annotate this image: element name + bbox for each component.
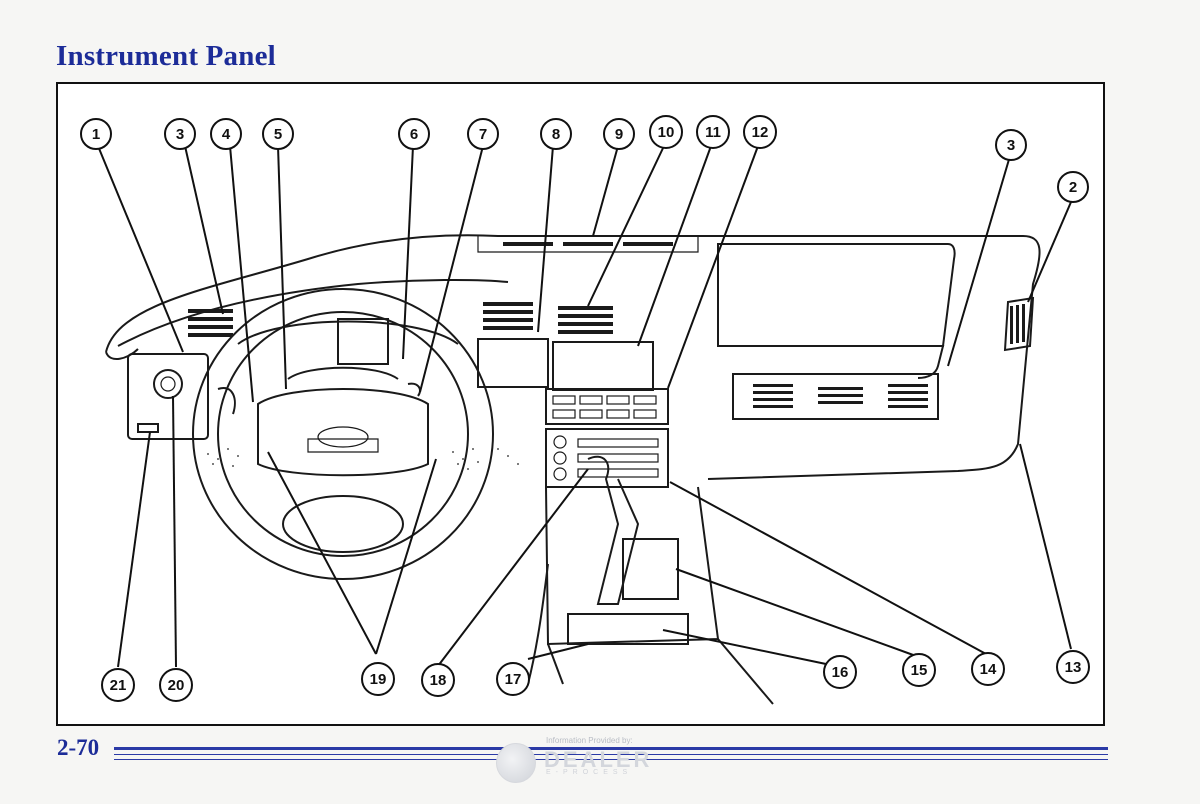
callout-4: 4: [210, 118, 242, 150]
svg-text:3: 3: [1007, 137, 1015, 154]
footer-rule: [114, 747, 1108, 750]
callout-6: 6: [398, 118, 430, 150]
watermark-sub: E-PROCESS: [546, 769, 633, 776]
callout-11: 11: [696, 115, 730, 149]
svg-text:8: 8: [552, 126, 560, 143]
callout-21: 21: [101, 668, 135, 702]
callout-15: 15: [902, 653, 936, 687]
svg-text:4: 4: [222, 126, 231, 143]
svg-text:20: 20: [168, 677, 185, 694]
callout-16: 16: [823, 655, 857, 689]
svg-text:10: 10: [658, 124, 675, 141]
leader-lines: [97, 145, 1072, 668]
svg-text:9: 9: [615, 126, 623, 143]
watermark-note: Information Provided by:: [546, 736, 633, 745]
svg-text:7: 7: [479, 126, 487, 143]
callout-19: 19: [361, 662, 395, 696]
callout-7: 7: [467, 118, 499, 150]
callout-12: 12: [743, 115, 777, 149]
callout-20: 20: [159, 668, 193, 702]
svg-text:17: 17: [505, 671, 522, 688]
watermark-logo-icon: [496, 743, 536, 783]
callout-5: 5: [262, 118, 294, 150]
callout-3-left: 3: [164, 118, 196, 150]
watermark: Information Provided by: DEALER E-PROCES…: [496, 736, 696, 783]
callout-9: 9: [603, 118, 635, 150]
callout-18: 18: [421, 663, 455, 697]
svg-text:11: 11: [705, 124, 721, 141]
svg-text:1: 1: [92, 126, 100, 143]
page-title: Instrument Panel: [56, 40, 276, 72]
svg-text:5: 5: [274, 126, 282, 143]
page-number: 2-70: [57, 735, 100, 760]
callout-3-right: 3: [995, 129, 1027, 161]
callout-2: 2: [1057, 171, 1089, 203]
svg-text:12: 12: [752, 124, 769, 141]
svg-text:18: 18: [430, 672, 447, 689]
callout-8: 8: [540, 118, 572, 150]
footer-rule-thin-2: [114, 759, 1108, 760]
svg-text:16: 16: [832, 664, 849, 681]
svg-text:3: 3: [176, 126, 184, 143]
footer-rule-thin-1: [114, 754, 1108, 755]
svg-text:15: 15: [911, 662, 928, 679]
watermark-brand: DEALER: [544, 747, 653, 772]
dashboard-illustration: [105, 234, 1041, 705]
svg-text:21: 21: [110, 677, 127, 694]
callout-1: 1: [80, 118, 112, 150]
svg-text:13: 13: [1065, 659, 1082, 676]
instrument-panel-diagram: 1 2 3 3 4 5 6 7 8 9 10 11 12 13 14 15 16…: [80, 115, 1090, 705]
callout-13: 13: [1056, 650, 1090, 684]
svg-text:2: 2: [1069, 179, 1077, 196]
callout-14: 14: [971, 652, 1005, 686]
callout-10: 10: [649, 115, 683, 149]
svg-text:6: 6: [410, 126, 418, 143]
svg-text:14: 14: [980, 661, 997, 678]
svg-text:19: 19: [370, 671, 387, 688]
callout-17: 17: [496, 662, 530, 696]
instrument-panel-figure: 1 2 3 3 4 5 6 7 8 9 10 11 12 13 14 15 16…: [56, 82, 1105, 726]
